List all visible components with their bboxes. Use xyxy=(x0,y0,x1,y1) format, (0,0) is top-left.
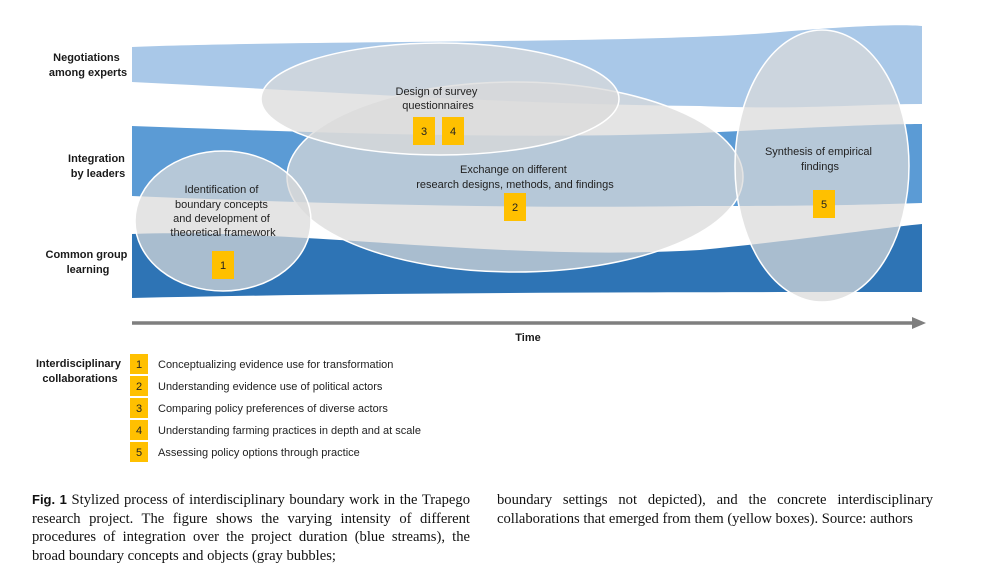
svg-text:4: 4 xyxy=(136,425,142,437)
svg-text:3: 3 xyxy=(136,403,142,415)
svg-text:5: 5 xyxy=(136,447,142,459)
svg-text:Comparing policy preferences o: Comparing policy preferences of diverse … xyxy=(158,403,388,415)
legend-item-3: 3 Comparing policy preferences of divers… xyxy=(130,398,388,418)
figure-caption-left: Fig. 1 Stylized process of interdiscipli… xyxy=(32,491,470,565)
collab-box-3: 3 xyxy=(413,117,435,145)
legend-item-4: 4 Understanding farming practices in dep… xyxy=(130,420,421,440)
legend-title: Interdisciplinary collaborations xyxy=(36,358,124,385)
caption-text-right: boundary settings not depicted), and the… xyxy=(497,492,933,527)
bubble-label-exchange: Exchange on different research designs, … xyxy=(416,164,614,191)
svg-text:5: 5 xyxy=(821,199,827,211)
bubble-label-survey: Design of survey questionnaires xyxy=(396,86,481,112)
bubble-label-identification: Identification of boundary concepts and … xyxy=(170,184,276,239)
svg-text:Understanding farming practice: Understanding farming practices in depth… xyxy=(158,425,421,437)
svg-text:Conceptualizing evidence use f: Conceptualizing evidence use for transfo… xyxy=(158,359,393,371)
lane-label-integration: Integration by leaders xyxy=(68,153,128,180)
svg-text:4: 4 xyxy=(450,126,456,138)
collab-box-1: 1 xyxy=(212,251,234,279)
figure-caption-right: boundary settings not depicted), and the… xyxy=(497,491,933,528)
lane-label-learning: Common group learning xyxy=(46,249,131,276)
svg-text:Understanding evidence use of: Understanding evidence use of political … xyxy=(158,381,383,393)
collab-box-2: 2 xyxy=(504,193,526,221)
legend-item-1: 1 Conceptualizing evidence use for trans… xyxy=(130,354,393,374)
time-arrow xyxy=(132,317,926,329)
svg-text:1: 1 xyxy=(220,260,226,272)
legend-item-5: 5 Assessing policy options through pract… xyxy=(130,442,360,462)
caption-text-left: Stylized process of interdisciplinary bo… xyxy=(32,492,470,564)
legend-item-2: 2 Understanding evidence use of politica… xyxy=(130,376,383,396)
collab-box-4: 4 xyxy=(442,117,464,145)
svg-text:2: 2 xyxy=(136,381,142,393)
bubble-synthesis xyxy=(734,29,910,303)
lane-label-negotiations: Negotiations among experts xyxy=(49,52,127,79)
bubble-identification xyxy=(134,150,312,292)
svg-text:3: 3 xyxy=(421,126,427,138)
time-label: Time xyxy=(515,332,540,344)
svg-text:2: 2 xyxy=(512,202,518,214)
figure-label: Fig. 1 xyxy=(32,492,67,507)
bubble-label-synthesis: Synthesis of empirical findings xyxy=(765,146,875,173)
collab-box-5: 5 xyxy=(813,190,835,218)
bubble-survey xyxy=(260,42,620,156)
svg-text:1: 1 xyxy=(136,359,142,371)
svg-text:Assessing policy options throu: Assessing policy options through practic… xyxy=(158,447,360,459)
